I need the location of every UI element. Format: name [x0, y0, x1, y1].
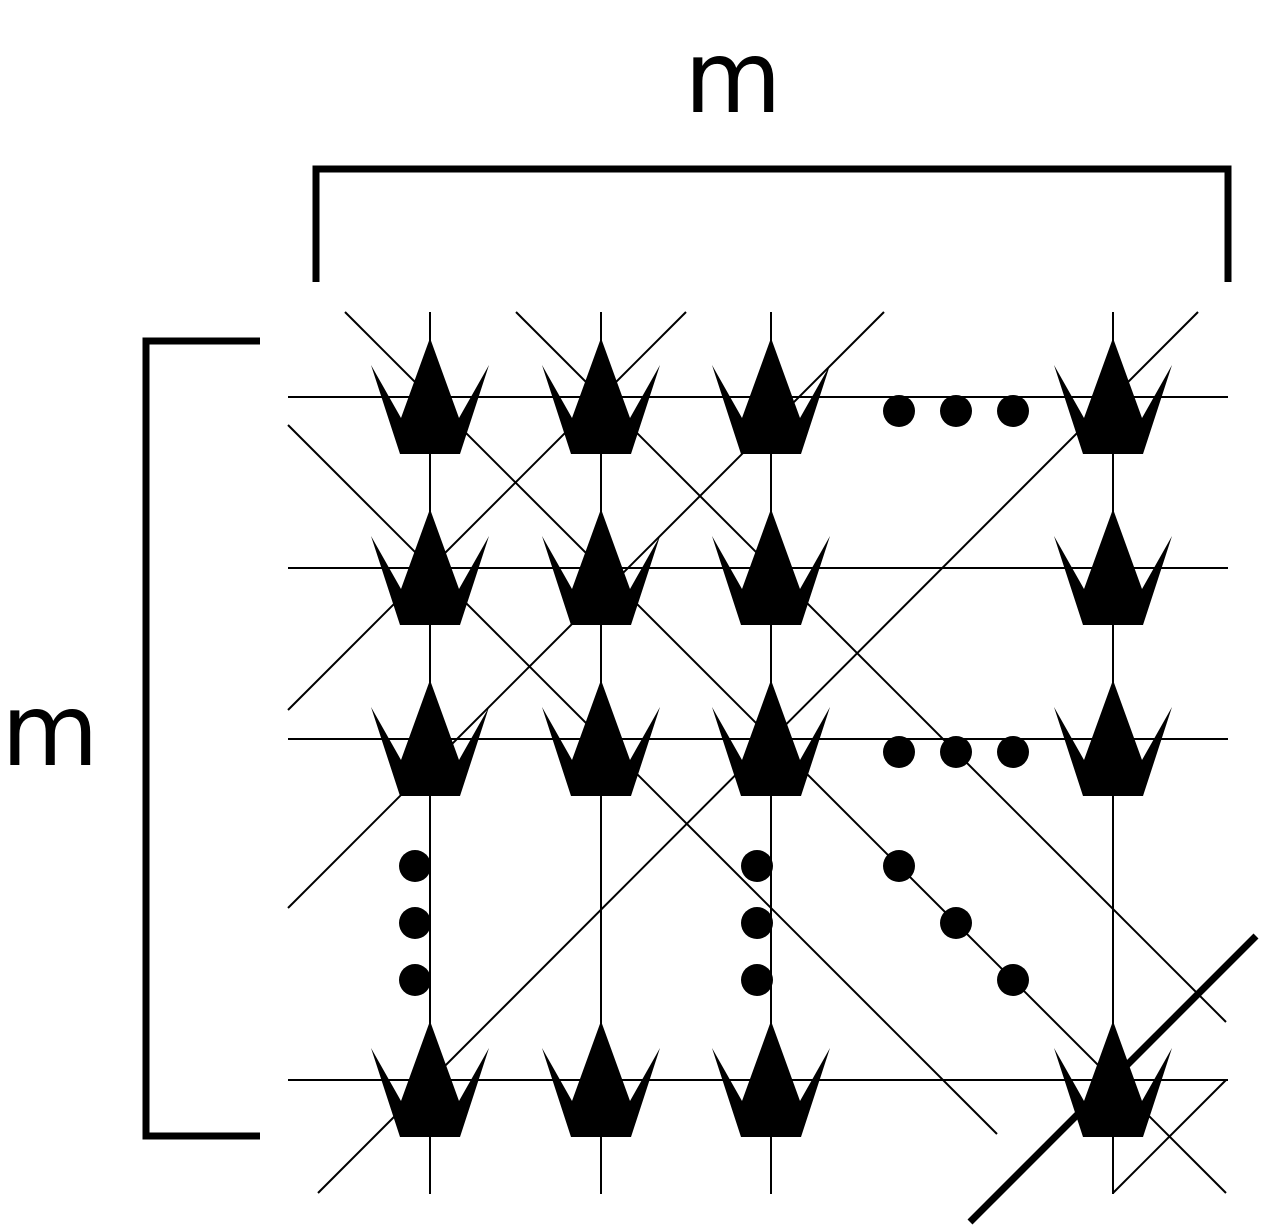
crown-icon: [1054, 680, 1172, 796]
crown-icon: [371, 509, 489, 625]
dot: [399, 850, 431, 882]
left-dimension-label: m: [1, 672, 98, 789]
dots-column-3: [741, 850, 773, 996]
crown-icon: [542, 1021, 660, 1137]
crown-icon: [371, 680, 489, 796]
crown-icon: [371, 1021, 489, 1137]
crown-icon: [542, 338, 660, 454]
dots-column-1: [399, 850, 431, 996]
dot: [399, 907, 431, 939]
crown-icon: [712, 509, 830, 625]
crown-icon: [712, 680, 830, 796]
dot: [997, 964, 1029, 996]
dot: [883, 395, 915, 427]
diag-line: [287, 424, 998, 1135]
dots-row-1: [883, 395, 1029, 427]
dot: [940, 736, 972, 768]
dot: [741, 964, 773, 996]
crown-icon: [1054, 338, 1172, 454]
dot: [741, 850, 773, 882]
top-bracket: [312, 165, 1232, 282]
dot: [940, 395, 972, 427]
crown-icon: [1054, 1021, 1172, 1137]
diag-line: [287, 311, 687, 711]
dot: [741, 907, 773, 939]
ellipsis-dots: [399, 395, 1029, 996]
top-dimension-label: m: [684, 19, 781, 136]
dot: [997, 736, 1029, 768]
dot: [883, 850, 915, 882]
left-bracket: [142, 337, 260, 1140]
diag-line: [1112, 1079, 1227, 1194]
crown-icon: [1054, 509, 1172, 625]
crown-icon: [542, 680, 660, 796]
crown-icon: [712, 338, 830, 454]
dots-diagonal: [883, 850, 1029, 996]
dot: [883, 736, 915, 768]
dot: [940, 907, 972, 939]
dots-row-3: [883, 736, 1029, 768]
crown-icon: [712, 1021, 830, 1137]
crown-icon: [371, 338, 489, 454]
dot: [399, 964, 431, 996]
crown-grid: [371, 338, 1172, 1137]
crown-icon: [542, 509, 660, 625]
dot: [997, 395, 1029, 427]
